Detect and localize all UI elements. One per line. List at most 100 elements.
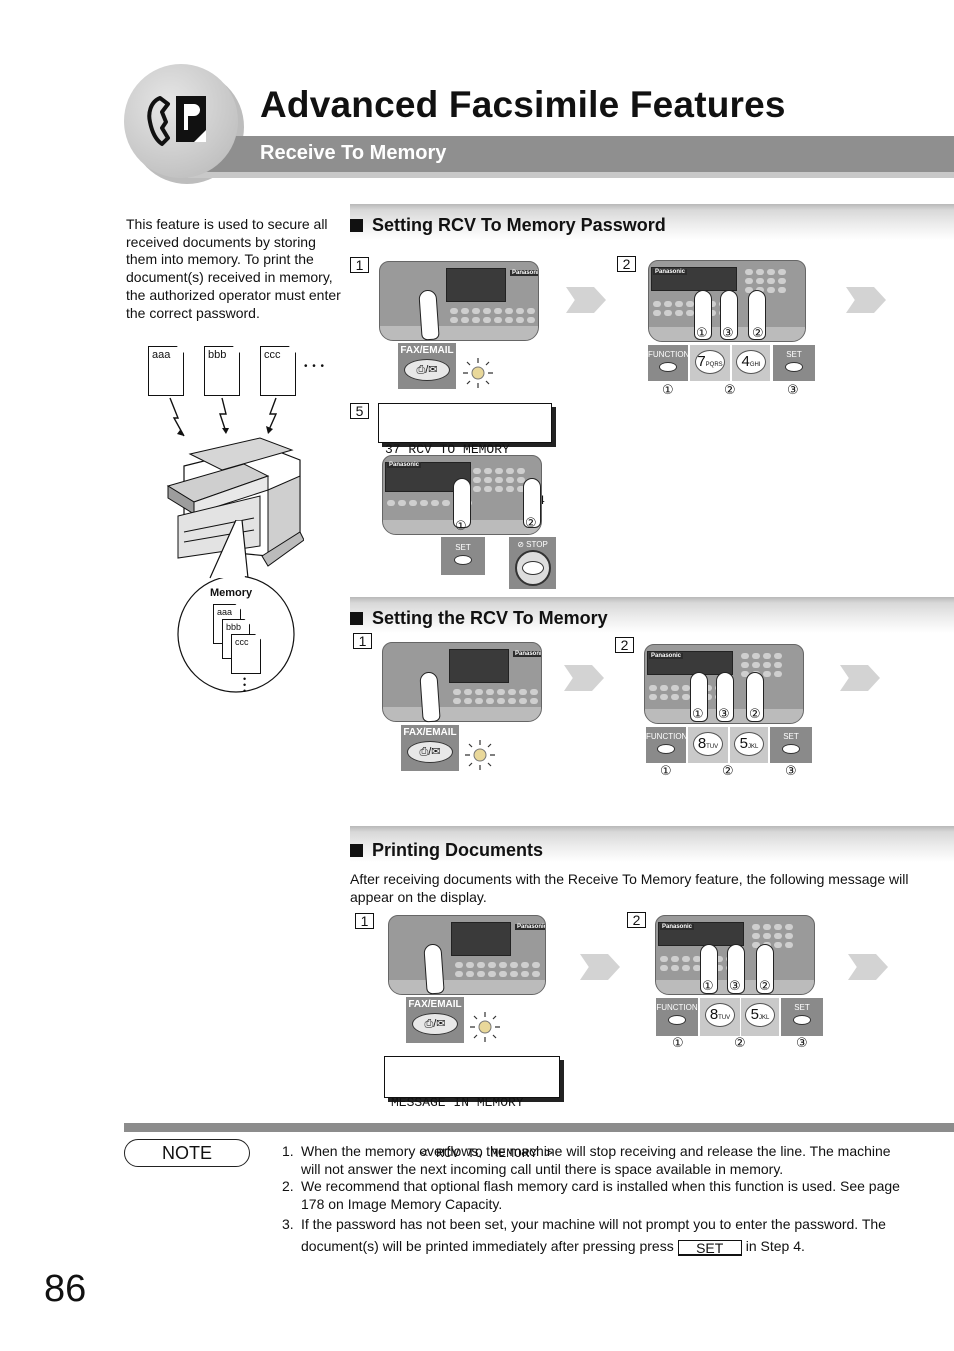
incoming-doc: ccc — [260, 346, 296, 396]
signal-bolts-icon — [169, 397, 278, 437]
set-key: SET — [770, 727, 812, 763]
pressing-finger — [748, 290, 766, 340]
marker: ① — [692, 706, 704, 721]
set-key-label: SET — [783, 732, 799, 741]
pressing-finger — [419, 671, 441, 723]
section-title: Printing Documents — [350, 840, 543, 861]
page-subtitle: Receive To Memory — [260, 142, 447, 164]
marker: ② — [724, 382, 736, 397]
marker: ① — [660, 763, 672, 778]
marker: ③ — [729, 978, 741, 993]
step-number: 2 — [615, 637, 634, 653]
set-key: SET — [781, 998, 823, 1036]
note-list: 1.When the memory overflows, the machine… — [282, 1143, 902, 1257]
number-key: 4GHI — [732, 345, 770, 381]
blinking-led-icon — [463, 358, 493, 388]
step-number: 1 — [353, 633, 372, 649]
lcd-line: 37 RCV TO MEMORY — [385, 442, 510, 457]
note-item: 3. If the password has not been set, you… — [282, 1216, 886, 1256]
fax-email-icon: ⎙/✉ — [404, 359, 450, 381]
lcd-display: MESSAGE IN MEMORY < RCV TO MEMORY > — [384, 1056, 560, 1161]
lcd-display: 37 RCV TO MEMORY 1234 — [378, 403, 552, 508]
brand-label: Panasonic — [513, 651, 541, 657]
fax-email-key: FAX/EMAIL ⎙/✉ — [406, 997, 464, 1043]
number-key: 7PQRS — [690, 345, 730, 381]
brand-label: Panasonic — [653, 269, 688, 275]
set-key-inline: SET — [677, 1239, 742, 1256]
control-panel-image: Panasonic — [388, 915, 546, 995]
function-key: FUNCTION — [648, 345, 690, 381]
fax-email-key: FAX/EMAIL ⎙/✉ — [398, 343, 456, 389]
page-number: 86 — [44, 1268, 87, 1310]
fax-email-label: FAX/EMAIL — [408, 999, 462, 1010]
blinking-led-icon — [470, 1012, 500, 1042]
fax-email-label: FAX/EMAIL — [403, 727, 457, 738]
next-step-arrow — [848, 954, 888, 980]
blinking-led-icon — [465, 740, 495, 770]
pressing-finger — [523, 478, 541, 528]
header-band-edge — [188, 172, 954, 178]
function-key-label: FUNCTION — [648, 350, 690, 359]
function-key: FUNCTION — [646, 727, 688, 763]
function-key: FUNCTION — [656, 998, 698, 1036]
marker: ③ — [722, 325, 734, 340]
control-panel-image: Panasonic — [379, 261, 539, 341]
step-number: 2 — [627, 912, 646, 928]
step-number: 5 — [350, 403, 369, 419]
stop-key: ⊘ STOP — [509, 537, 556, 589]
marker: ② — [525, 515, 537, 530]
intro-text: This feature is used to secure all recei… — [126, 216, 341, 321]
section-title-text: Setting the RCV To Memory — [372, 608, 608, 628]
note-item: 1.When the memory overflows, the machine… — [282, 1143, 891, 1177]
brand-label: Panasonic — [510, 270, 538, 276]
step-number: 1 — [355, 913, 374, 929]
incoming-doc: bbb — [204, 346, 240, 396]
section-title-text: Printing Documents — [372, 840, 544, 860]
marker: ① — [662, 382, 674, 397]
note-divider — [124, 1123, 954, 1132]
pressing-finger — [700, 944, 718, 994]
function-key-label: FUNCTION — [656, 1003, 698, 1012]
control-panel-image: Panasonic — [382, 642, 542, 722]
pressing-finger — [756, 944, 774, 994]
section-header — [350, 204, 954, 240]
marker: ② — [722, 763, 734, 778]
stop-key-label: ⊘ STOP — [517, 540, 548, 549]
memory-label: Memory — [210, 587, 253, 599]
marker: ① — [696, 325, 708, 340]
memory-ellipsis: ••• — [243, 674, 247, 696]
section-header — [350, 826, 954, 862]
marker: ② — [752, 325, 764, 340]
pressing-finger — [418, 289, 440, 341]
pressing-finger — [453, 478, 471, 528]
section-description: After receiving documents with the Recei… — [350, 871, 909, 905]
brand-label: Panasonic — [387, 462, 422, 468]
fax-email-key: FAX/EMAIL ⎙/✉ — [401, 725, 459, 771]
page-title: Advanced Facsimile Features — [260, 84, 786, 125]
header-band — [200, 136, 954, 172]
memory-doc: ccc — [231, 634, 261, 674]
section-title-text: Setting RCV To Memory Password — [372, 215, 666, 235]
marker: ① — [455, 518, 467, 533]
step-number: 1 — [350, 257, 369, 273]
next-step-arrow — [846, 287, 886, 313]
next-step-arrow — [580, 954, 620, 980]
number-key: 5JKL — [730, 727, 768, 763]
pressing-finger — [727, 944, 745, 994]
lcd-line: < RCV TO MEMORY > — [420, 1146, 553, 1161]
marker: ② — [759, 978, 771, 993]
bullet-square — [350, 219, 363, 232]
function-key-label: FUNCTION — [646, 732, 688, 741]
section-header — [350, 597, 954, 633]
fax-email-icon: ⎙/✉ — [412, 1013, 458, 1035]
incoming-doc: aaa — [148, 346, 184, 396]
fax-phone-icon — [147, 96, 206, 146]
marker: ③ — [718, 706, 730, 721]
marker: ② — [734, 1035, 746, 1050]
set-key-label: SET — [786, 350, 802, 359]
marker: ③ — [787, 382, 799, 397]
pressing-finger — [423, 943, 445, 995]
next-step-arrow — [840, 665, 880, 691]
marker: ② — [749, 706, 761, 721]
pressing-finger — [746, 672, 764, 722]
